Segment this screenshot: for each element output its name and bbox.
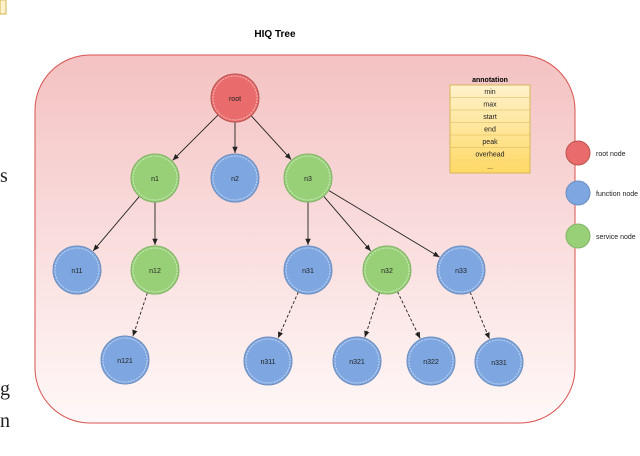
- function-node-circle: [243, 336, 293, 386]
- function-node-circle: [283, 245, 333, 295]
- annotation-row: ...: [487, 164, 493, 171]
- node-n331[interactable]: n331: [474, 337, 524, 387]
- edge-n3-n32: [323, 195, 372, 252]
- node-n12[interactable]: n12: [130, 245, 180, 295]
- node-n322[interactable]: n322: [406, 336, 456, 386]
- node-inner-ring: [132, 247, 178, 293]
- node-inner-ring: [438, 247, 484, 293]
- clipped-box: [0, 0, 7, 15]
- legend-label: service node: [596, 234, 636, 241]
- diagram-title: HIQ Tree: [254, 29, 296, 40]
- annotation-row: peak: [482, 139, 498, 146]
- edge-n3-n33: [328, 189, 440, 258]
- node-inner-ring: [285, 155, 331, 201]
- annotation-row: overhead: [475, 152, 504, 159]
- service-node-circle: [283, 153, 333, 203]
- edge-n32-n321: [364, 292, 380, 338]
- function-node-circle: [406, 336, 456, 386]
- annotation-header: annotation: [472, 77, 508, 84]
- legend-label: root node: [596, 151, 626, 158]
- annotation-table: annotation min max start end peak overhead...: [449, 77, 531, 174]
- node-n321[interactable]: n321: [332, 336, 382, 386]
- edge-n32-n322: [397, 291, 421, 339]
- node-n1[interactable]: n1: [130, 153, 180, 203]
- node-n33[interactable]: n33: [436, 245, 486, 295]
- function-node-circle: [332, 336, 382, 386]
- edge-n12-n121: [132, 292, 148, 337]
- node-n121[interactable]: n121: [100, 335, 150, 385]
- edge-root-n1: [172, 114, 219, 161]
- node-n3[interactable]: n3: [283, 153, 333, 203]
- node-n311[interactable]: n311: [243, 336, 293, 386]
- edge-n33-n331: [469, 292, 490, 340]
- node-inner-ring: [132, 155, 178, 201]
- node-inner-ring: [285, 247, 331, 293]
- node-label: n121: [117, 358, 133, 365]
- node-label: n311: [260, 359, 275, 366]
- node-n11[interactable]: n11: [52, 245, 102, 295]
- node-n32[interactable]: n32: [362, 245, 412, 295]
- annotation-row: start: [483, 114, 497, 121]
- node-label: n32: [381, 268, 393, 275]
- side-text-fragment: g: [0, 378, 10, 400]
- annotation-row: end: [484, 127, 496, 134]
- node-root[interactable]: root: [210, 73, 260, 123]
- side-text-fragment: s: [0, 165, 8, 187]
- node-label: n322: [423, 359, 439, 366]
- annotation-box: [449, 84, 531, 174]
- node-inner-ring: [212, 155, 258, 201]
- node-inner-ring: [212, 75, 258, 121]
- node-n31[interactable]: n31: [283, 245, 333, 295]
- edge-n1-n11: [92, 196, 140, 252]
- node-label: n2: [231, 176, 239, 183]
- node-inner-ring: [245, 338, 291, 384]
- service-node-circle: [130, 153, 180, 203]
- side-text-fragment: n: [0, 410, 10, 432]
- edge-n31-n311: [277, 291, 299, 339]
- legend-item-function: function node: [565, 180, 638, 206]
- annotation-row: min: [484, 89, 495, 96]
- node-label: n31: [302, 268, 314, 275]
- service-node-circle: [130, 245, 180, 295]
- node-label: root: [229, 96, 241, 103]
- node-inner-ring: [364, 247, 410, 293]
- function-node-circle: [474, 337, 524, 387]
- node-label: n33: [455, 268, 467, 275]
- node-label: n1: [151, 176, 159, 183]
- function-node-circle: [436, 245, 486, 295]
- service-legend-swatch: [565, 223, 591, 249]
- root-legend-swatch: [565, 140, 591, 166]
- function-legend-swatch: [565, 180, 591, 206]
- annotation-row: max: [483, 102, 497, 109]
- function-node-circle: [52, 245, 102, 295]
- edge-root-n3: [250, 115, 292, 160]
- legend-label: function node: [596, 191, 638, 198]
- root-node-circle: [210, 73, 260, 123]
- node-label: n3: [304, 176, 312, 183]
- function-node-circle: [210, 153, 260, 203]
- node-label: n12: [149, 268, 161, 275]
- function-node-circle: [100, 335, 150, 385]
- legend-item-service: service node: [565, 223, 636, 249]
- node-inner-ring: [408, 338, 454, 384]
- node-inner-ring: [476, 339, 522, 385]
- node-n2[interactable]: n2: [210, 153, 260, 203]
- legend: root node function node service node: [565, 140, 638, 249]
- node-label: n331: [491, 360, 507, 367]
- node-label: n321: [349, 359, 365, 366]
- node-label: n11: [71, 268, 82, 275]
- node-inner-ring: [334, 338, 380, 384]
- node-inner-ring: [102, 337, 148, 383]
- service-node-circle: [362, 245, 412, 295]
- node-inner-ring: [54, 247, 100, 293]
- legend-item-root: root node: [565, 140, 626, 166]
